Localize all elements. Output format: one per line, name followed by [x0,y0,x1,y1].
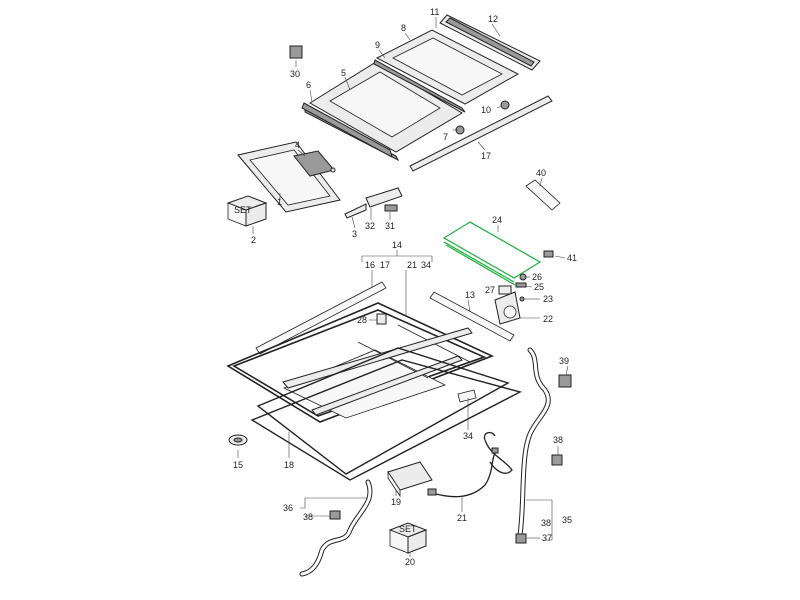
label-38b: 38 [553,435,563,445]
part-34-connector[interactable] [483,431,496,441]
label-17: 17 [481,151,491,161]
part-28-clip[interactable] [376,313,387,325]
label-38a: 38 [303,512,313,522]
label-30: 30 [290,69,300,79]
label-28: 28 [357,315,367,325]
label-21b: 21 [407,260,417,270]
label-23: 23 [543,294,553,304]
label-9: 9 [375,40,380,50]
part-21-harness[interactable] [427,439,513,498]
part-16-strip[interactable] [255,281,387,355]
part-31-clip[interactable] [384,204,398,212]
set-box-text: SET [234,205,252,215]
part-36-drain-hose[interactable] [299,479,373,577]
label-26: 26 [532,272,542,282]
label-24: 24 [492,215,502,225]
part-32-bracket[interactable] [365,187,403,208]
part-13-strip[interactable] [429,291,515,342]
label-36: 36 [283,503,293,513]
part-3-bracket[interactable] [344,203,367,219]
label-1: 1 [277,197,282,207]
part-24-sunshade[interactable] [442,221,542,286]
label-38c: 38 [541,518,551,528]
label-18: 18 [284,460,294,470]
part-35-drain-hose[interactable] [517,347,551,538]
part-38-valve-right[interactable] [551,454,563,466]
part-30-clip[interactable] [289,45,303,59]
part-12-deflector[interactable] [439,14,541,71]
label-10: 10 [481,105,491,115]
label-34b: 34 [421,260,431,270]
part-1-headliner[interactable] [237,141,341,213]
part-25-piece[interactable] [515,282,527,288]
label-27: 27 [485,285,495,295]
part-4-switch[interactable] [293,150,336,177]
label-7: 7 [443,132,448,142]
part-17-rail[interactable] [409,95,553,172]
label-16: 16 [365,260,375,270]
label-22: 22 [543,314,553,324]
label-15: 15 [233,460,243,470]
label-2: 2 [251,235,256,245]
label-13: 13 [465,290,475,300]
part-labels: 1 2 3 4 5 6 7 8 9 10 11 12 17 30 32 31 4… [233,7,577,567]
label-20: 20 [405,557,415,567]
label-12: 12 [488,14,498,24]
part-6-seal[interactable] [301,102,393,159]
part-22-motor[interactable] [494,291,521,325]
part-8-rear-panel[interactable] [373,29,520,113]
label-32: 32 [365,221,375,231]
set-box-text-2: SET [399,524,417,534]
label-8: 8 [401,23,406,33]
label-14: 14 [392,240,402,250]
part-38-valve-left[interactable] [329,510,341,520]
label-4: 4 [295,140,300,150]
label-11: 11 [430,7,439,17]
label-6: 6 [306,80,311,90]
label-35: 35 [562,515,572,525]
label-31: 31 [385,221,395,231]
part-10-screw[interactable] [500,100,510,110]
label-37: 37 [542,533,552,543]
part-14-frame[interactable] [226,302,495,423]
label-41: 41 [567,253,577,263]
label-17b: 17 [380,260,390,270]
part-18-lower-frame[interactable] [250,347,522,481]
part-23-screw[interactable] [519,296,525,302]
part-26-piece[interactable] [519,273,527,281]
label-25: 25 [534,282,544,292]
part-37-connector[interactable] [515,533,527,544]
label-19: 19 [391,497,401,507]
label-3: 3 [352,229,357,239]
leader-lines [237,17,569,557]
part-27-piece[interactable] [498,285,512,295]
label-5: 5 [341,68,346,78]
part-15-grommet[interactable] [228,434,248,446]
part-2-set-box[interactable]: SET [226,195,268,227]
part-40-grease-tube[interactable] [525,179,561,211]
part-41-clip[interactable] [543,250,554,258]
part-39-valve[interactable] [558,374,572,388]
label-34: 34 [463,431,473,441]
label-21: 21 [457,513,467,523]
part-20-set-box[interactable]: SET [388,522,428,554]
part-19-module[interactable] [387,461,433,498]
label-39: 39 [559,356,569,366]
label-40: 40 [536,168,546,178]
